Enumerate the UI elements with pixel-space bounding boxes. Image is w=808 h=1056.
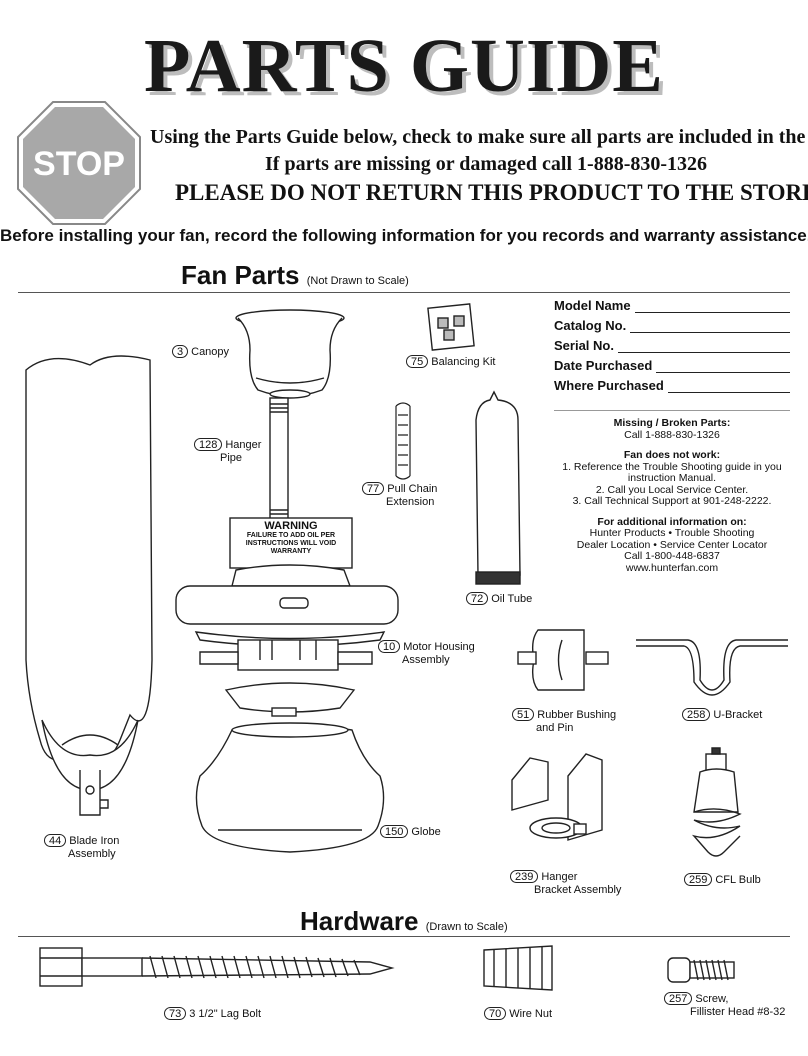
where-purchased-field[interactable]: Where Purchased bbox=[554, 378, 790, 393]
rubber-bushing-icon bbox=[517, 629, 609, 691]
hardware-subtitle: (Drawn to Scale) bbox=[425, 921, 508, 933]
fan-parts-heading: Fan Parts (Not Drawn to Scale) bbox=[181, 260, 409, 291]
hardware-divider bbox=[18, 936, 790, 937]
fan-parts-divider bbox=[18, 292, 790, 293]
stop-sign-icon bbox=[16, 100, 142, 226]
headline-check-parts: Using the Parts Guide below, check to ma… bbox=[150, 126, 808, 148]
balancing-kit-icon bbox=[427, 303, 475, 351]
motor-housing-icon bbox=[175, 564, 399, 717]
wire-nut-icon bbox=[483, 945, 553, 991]
serial-no-field[interactable]: Serial No. bbox=[554, 338, 790, 353]
fan-parts-subtitle: (Not Drawn to Scale) bbox=[306, 275, 409, 287]
hardware-title: Hardware bbox=[300, 906, 419, 936]
warning-label-box bbox=[229, 517, 353, 569]
globe-icon bbox=[195, 722, 385, 853]
screw-icon bbox=[667, 957, 735, 983]
hanger-bracket-icon bbox=[511, 753, 603, 841]
stop-sign-text: STOP bbox=[33, 145, 125, 183]
lag-bolt-icon bbox=[39, 947, 395, 987]
u-bracket-icon bbox=[636, 639, 788, 696]
record-notice: Before installing your fan, record the f… bbox=[0, 226, 808, 245]
headline-missing-call: If parts are missing or damaged call 1-8… bbox=[265, 153, 708, 175]
hanger-pipe-icon bbox=[269, 397, 289, 521]
catalog-no-field[interactable]: Catalog No. bbox=[554, 318, 790, 333]
hardware-heading: Hardware (Drawn to Scale) bbox=[300, 906, 508, 937]
oil-tube-icon bbox=[475, 390, 521, 585]
date-purchased-field[interactable]: Date Purchased bbox=[554, 358, 790, 373]
support-divider bbox=[554, 410, 790, 411]
warning-label: WARNING FAILURE TO ADD OIL PER INSTRUCTI… bbox=[245, 520, 337, 555]
blade-icon bbox=[25, 355, 153, 816]
pull-chain-icon bbox=[395, 402, 411, 480]
headline-do-not-return: PLEASE DO NOT RETURN THIS PRODUCT TO THE… bbox=[175, 180, 808, 205]
fan-parts-title: Fan Parts bbox=[181, 260, 300, 290]
model-name-field[interactable]: Model Name bbox=[554, 298, 790, 313]
canopy-icon bbox=[235, 309, 345, 399]
page-title: PARTS GUIDE bbox=[144, 24, 664, 108]
cfl-bulb-icon bbox=[691, 747, 742, 857]
support-info: Missing / Broken Parts: Call 1-888-830-1… bbox=[562, 417, 782, 574]
